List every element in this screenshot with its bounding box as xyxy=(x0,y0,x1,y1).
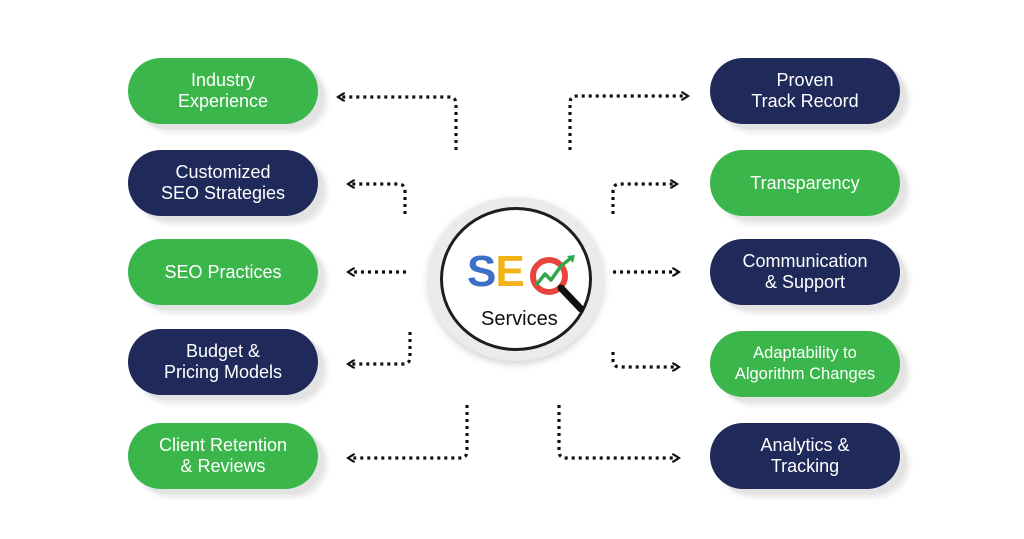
connector-client-retention xyxy=(349,405,469,458)
seo-services-hub: SE O Services xyxy=(428,197,604,361)
seo-letter-o: O xyxy=(532,289,533,291)
connector-adaptability xyxy=(611,352,678,367)
pill-seo-practices: SEO Practices xyxy=(128,239,318,305)
pill-industry-experience: Industry Experience xyxy=(128,58,318,124)
connector-transparency xyxy=(611,184,676,214)
connector-budget-pricing xyxy=(349,332,412,364)
hub-inner-circle: SE O Services xyxy=(440,207,592,351)
connector-industry-experience xyxy=(339,97,458,150)
seo-wordmark: SE xyxy=(467,247,525,296)
pill-budget-pricing-models: Budget & Pricing Models xyxy=(128,329,318,395)
pill-customized-seo-strategies: Customized SEO Strategies xyxy=(128,150,318,216)
pill-client-retention-reviews: Client Retention & Reviews xyxy=(128,423,318,489)
connector-proven-track-record xyxy=(568,96,687,150)
connector-customized-seo xyxy=(349,184,407,214)
pill-communication-support: Communication & Support xyxy=(710,239,900,305)
seo-letter-e: E xyxy=(495,247,524,296)
seo-letter-s: S xyxy=(467,247,496,296)
pill-adaptability-algorithm-changes: Adaptability to Algorithm Changes xyxy=(710,331,900,397)
hub-services-label: Services xyxy=(481,308,558,330)
pill-analytics-tracking: Analytics & Tracking xyxy=(710,423,900,489)
pill-transparency: Transparency xyxy=(710,150,900,216)
connector-analytics xyxy=(557,405,678,458)
pill-proven-track-record: Proven Track Record xyxy=(710,58,900,124)
magnifier-chart-icon: O xyxy=(530,255,585,313)
